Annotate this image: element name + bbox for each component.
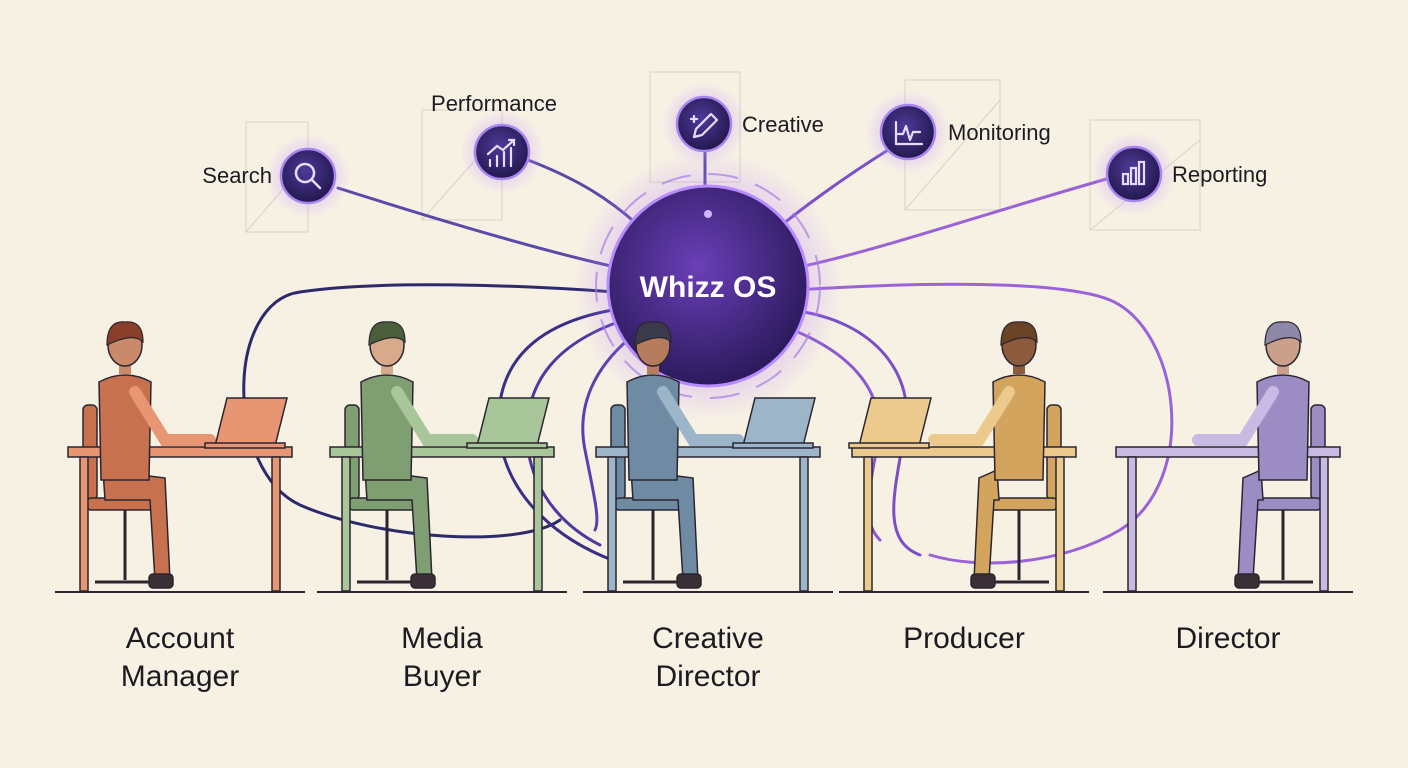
hub-label: Whizz OS xyxy=(640,271,777,304)
tool-node-monitoring[interactable]: Monitoring xyxy=(866,90,1051,174)
connector-reporting xyxy=(793,176,1112,270)
loop-director xyxy=(793,282,1174,565)
person-arm xyxy=(657,386,744,446)
laptop xyxy=(848,397,932,449)
hub-node[interactable]: Whizz OS xyxy=(573,151,843,421)
person-hair xyxy=(106,321,144,346)
tool-label-search: Search xyxy=(202,163,272,188)
person-arm xyxy=(1192,386,1279,446)
person-legs xyxy=(364,469,436,589)
loop-account-manager xyxy=(242,283,617,539)
roles-layer: AccountManagerMediaBuyerCreativeDirector… xyxy=(55,321,1353,693)
person-torso xyxy=(1256,374,1310,481)
role-label-media-buyer: Media xyxy=(401,622,483,655)
desk xyxy=(595,446,821,592)
person-arm xyxy=(129,386,216,446)
person-legs xyxy=(1234,468,1264,589)
bar-chart-icon xyxy=(1121,160,1146,186)
role-label-media-buyer: Buyer xyxy=(403,660,481,693)
tool-node-reporting[interactable]: Reporting xyxy=(1092,132,1267,216)
role-producer: Producer xyxy=(839,321,1089,655)
desk xyxy=(851,446,1077,592)
person-arm xyxy=(928,386,1015,446)
role-label-creative-director: Creative xyxy=(652,622,764,655)
pulse-monitor-icon xyxy=(894,120,924,146)
role-label-account-manager: Manager xyxy=(121,660,239,693)
desk xyxy=(67,446,293,592)
pen-sparkle-icon xyxy=(689,112,719,139)
person-legs xyxy=(970,468,1000,589)
tool-label-monitoring: Monitoring xyxy=(948,120,1051,145)
person-arm xyxy=(391,386,478,446)
tool-node-search[interactable]: Search xyxy=(202,134,350,218)
person-legs xyxy=(630,469,702,589)
person-torso xyxy=(98,374,152,481)
tool-label-reporting: Reporting xyxy=(1172,162,1267,187)
role-label-creative-director: Director xyxy=(655,660,760,693)
person-hair xyxy=(1264,321,1302,346)
laptop xyxy=(466,397,550,449)
tool-label-creative: Creative xyxy=(742,112,824,137)
laptop xyxy=(732,397,816,449)
person-hair xyxy=(634,321,672,346)
trend-chart-icon xyxy=(486,138,516,168)
role-label-account-manager: Account xyxy=(126,622,235,655)
role-label-director: Director xyxy=(1175,622,1280,655)
person-hair xyxy=(368,321,406,346)
person-legs xyxy=(102,469,174,589)
person-hair xyxy=(1000,321,1038,346)
person-torso xyxy=(626,374,680,481)
person-torso xyxy=(360,374,414,481)
desk xyxy=(329,446,555,592)
tool-label-performance: Performance xyxy=(431,91,557,116)
role-label-producer: Producer xyxy=(903,622,1025,655)
tool-node-creative[interactable]: Creative xyxy=(662,82,824,166)
magnifier-icon xyxy=(294,162,322,190)
laptop xyxy=(204,397,288,449)
tool-node-performance[interactable]: Performance xyxy=(431,91,557,194)
person-torso xyxy=(992,374,1046,481)
desk xyxy=(1115,446,1341,592)
role-director: Director xyxy=(1103,321,1353,655)
